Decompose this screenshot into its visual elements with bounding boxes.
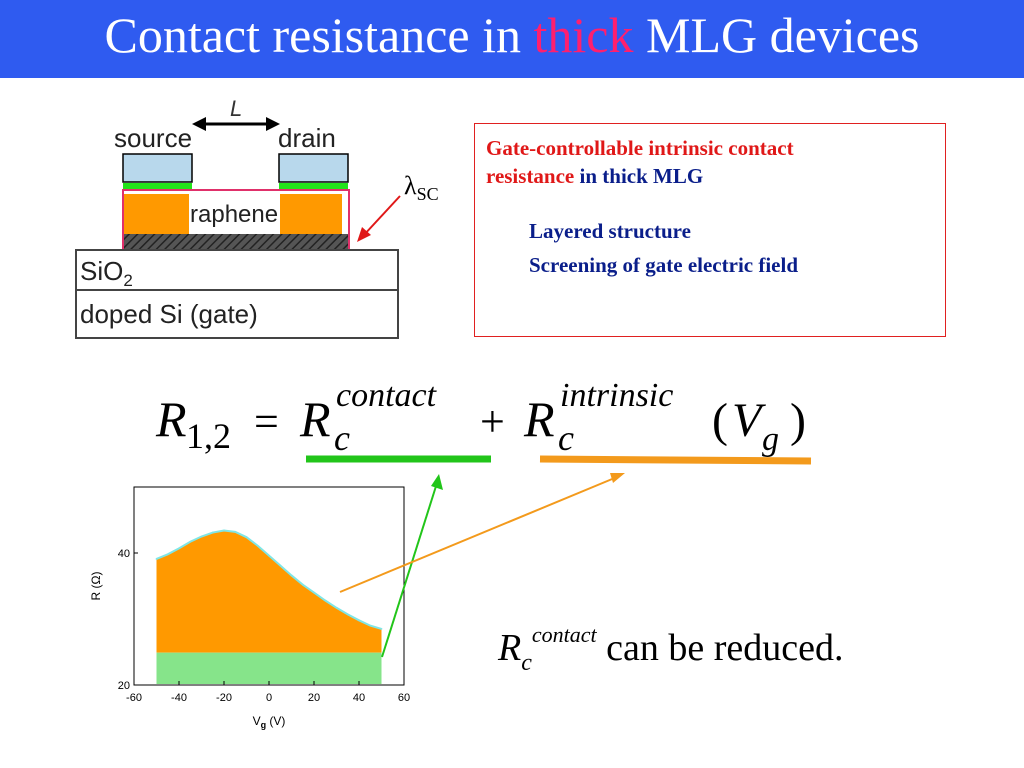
length-arrow-right-head [266, 117, 280, 131]
drain-electrode [278, 153, 349, 183]
source-green-layer [123, 183, 192, 192]
data-point [301, 583, 304, 586]
resistance-equation: R 1,2 = R c contact + R c intrinsic ( V … [155, 377, 812, 465]
eq-r-intrinsic: R [523, 391, 555, 447]
drain-contact-region [280, 194, 342, 234]
info-box: Gate-controllable intrinsic contact resi… [474, 123, 946, 337]
eq-plus: + [480, 397, 505, 446]
info-heading-line1: Gate-controllable intrinsic contact [486, 136, 794, 160]
caption: Rc contact can be reduced. [498, 622, 844, 677]
orange-connector-head [610, 473, 625, 483]
info-bullet-layered: Layered structure [529, 219, 691, 243]
x-axis-label-sub: g [261, 720, 267, 730]
data-point [290, 574, 293, 577]
caption-c: c [521, 650, 532, 676]
eq-sup-contact: contact [336, 377, 438, 414]
eq-c-intrinsic: c [558, 418, 574, 458]
y-tick-label: 40 [118, 548, 130, 560]
data-point [335, 606, 338, 609]
gate-layer [75, 289, 399, 339]
y-tick-label: 20 [118, 680, 130, 692]
x-tick-label: 60 [398, 692, 410, 704]
x-tick-label: 0 [266, 692, 272, 704]
caption-contact: contact [531, 622, 597, 647]
eq-v: V [732, 394, 766, 447]
title-prefix: Contact resistance in [104, 7, 534, 63]
green-connector-head [431, 474, 443, 490]
data-point [268, 554, 270, 557]
sio2-layer [75, 249, 399, 291]
data-point [324, 599, 327, 602]
eq-lparen: ( [712, 394, 728, 447]
length-arrow-left-head [192, 117, 206, 131]
resistance-chart: -60 -40 -20 0 20 40 60 20 40 R (Ω) Vg (V) [89, 486, 410, 730]
info-heading-red: resistance [486, 164, 575, 188]
data-point [358, 619, 360, 622]
device-diagram: L source drain raphene SiO2 doped Si (ga… [75, 96, 439, 339]
drain-green-layer [279, 183, 348, 192]
eq-subscript-12: 1,2 [186, 416, 231, 456]
data-point [211, 531, 214, 534]
eq-r-contact: R [299, 391, 331, 447]
sio2-subscript: 2 [123, 271, 132, 290]
lambda-subscript: SC [417, 184, 439, 204]
x-tick-label: -40 [171, 692, 187, 704]
info-heading-navy: in thick MLG [574, 164, 704, 188]
data-point [178, 547, 180, 550]
eq-g: g [762, 421, 779, 458]
sio2-text: SiO [80, 256, 123, 286]
data-point [369, 624, 372, 627]
sio2-label: SiO2 [80, 256, 133, 290]
hatched-layer [124, 234, 348, 249]
caption-text: can be reduced. [596, 627, 844, 669]
source-label: source [114, 123, 192, 153]
x-tick-label: -20 [216, 692, 232, 704]
data-point [279, 564, 282, 567]
intrinsic-area [156, 530, 382, 653]
title-highlight: thick [533, 7, 634, 63]
data-point [166, 553, 169, 556]
eq-r-main: R [155, 391, 187, 447]
caption-r: R [498, 627, 522, 669]
intrinsic-underline [539, 455, 812, 465]
lambda-pointer-arrow [362, 195, 401, 237]
info-heading-line2: resistance in thick MLG [486, 162, 703, 190]
x-tick-label: 40 [353, 692, 365, 704]
x-axis-label: Vg (V) [253, 714, 286, 730]
graphene-label: raphene [190, 201, 278, 228]
lambda-pointer-head [357, 227, 371, 242]
eq-equals: = [254, 397, 279, 446]
x-tick-label: -60 [126, 692, 142, 704]
title-suffix: MLG devices [633, 7, 920, 63]
data-point [234, 530, 237, 533]
drain-label: drain [278, 123, 336, 153]
x-tick-label: 20 [308, 692, 320, 704]
x-axis-label-v: V [253, 714, 261, 728]
contact-band [156, 652, 382, 684]
data-point [155, 558, 158, 560]
source-electrode [122, 153, 193, 183]
length-label: L [230, 96, 242, 121]
data-point [256, 544, 259, 547]
lambda-sc-label: λSC [404, 171, 439, 204]
gate-label: doped Si (gate) [80, 299, 258, 329]
data-point [380, 628, 383, 630]
eq-c-contact: c [334, 418, 350, 458]
data-point [189, 540, 192, 543]
title-bar [0, 0, 1024, 78]
eq-sup-intrinsic: intrinsic [560, 377, 673, 414]
data-point [346, 613, 349, 616]
data-point [200, 535, 203, 538]
y-axis-label: R (Ω) [89, 572, 103, 601]
lambda-symbol: λ [404, 171, 417, 200]
x-axis-label-unit: (V) [266, 714, 285, 728]
data-point [223, 529, 225, 532]
eq-rparen: ) [790, 394, 806, 447]
data-point [245, 536, 248, 539]
data-point [313, 591, 315, 594]
source-contact-region [124, 194, 189, 234]
info-bullet-screening: Screening of gate electric field [529, 253, 799, 277]
slide-title: Contact resistance in thick MLG devices [0, 6, 1024, 64]
